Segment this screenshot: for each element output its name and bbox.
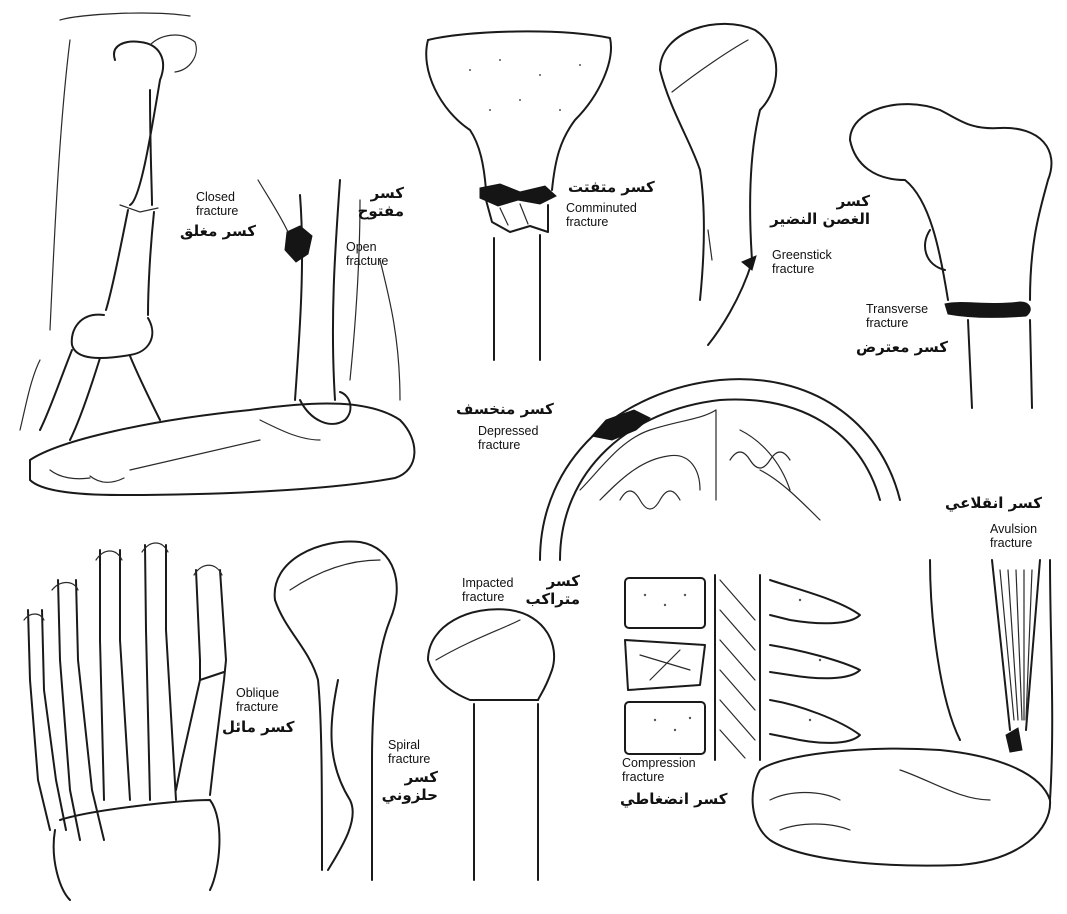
open-fracture-label: Open fracture xyxy=(346,240,388,268)
impacted-fracture-arabic: كسر متراكب xyxy=(510,572,580,608)
comminuted-fracture-arabic: كسر متفتت xyxy=(568,178,655,196)
closed-fracture-drawing xyxy=(20,13,196,440)
impacted-fracture-drawing xyxy=(428,609,554,880)
compression-fracture-drawing xyxy=(625,575,860,760)
depressed-fracture-label: Depressed fracture xyxy=(478,424,538,452)
oblique-fracture-label: Oblique fracture xyxy=(236,686,279,714)
comminuted-fracture-label: Comminuted fracture xyxy=(566,201,637,229)
avulsion-fracture-label: Avulsion fracture xyxy=(990,522,1037,550)
depressed-fracture-drawing xyxy=(540,379,900,560)
avulsion-fracture-drawing xyxy=(753,560,1053,866)
closed-fracture-label: Closed fracture xyxy=(196,190,238,218)
closed-fracture-arabic: كسر مغلق xyxy=(180,222,256,240)
transverse-fracture-arabic: كسر معترض xyxy=(856,338,948,356)
transverse-fracture-label: Transverse fracture xyxy=(866,302,928,330)
compression-fracture-label: Compression fracture xyxy=(622,756,696,784)
compression-fracture-arabic: كسر انضغاطي xyxy=(620,790,728,808)
depressed-fracture-arabic: كسر منخسف xyxy=(456,400,554,418)
open-fracture-arabic: كسر مفتوح xyxy=(344,184,404,220)
oblique-fracture-arabic: كسر مائل xyxy=(222,718,294,736)
avulsion-fracture-arabic: كسر انقلاعي xyxy=(945,494,1042,512)
greenstick-fracture-drawing xyxy=(660,24,776,345)
greenstick-fracture-label: Greenstick fracture xyxy=(772,248,832,276)
oblique-fracture-drawing xyxy=(24,543,226,900)
spiral-fracture-label: Spiral fracture xyxy=(388,738,430,766)
impacted-fracture-label: Impacted fracture xyxy=(462,576,513,604)
spiral-fracture-drawing xyxy=(275,542,397,880)
spiral-fracture-arabic: كسر حلزوني xyxy=(368,768,438,804)
greenstick-fracture-arabic: كسر الغصن النضير xyxy=(770,192,870,228)
transverse-fracture-drawing xyxy=(850,104,1051,408)
